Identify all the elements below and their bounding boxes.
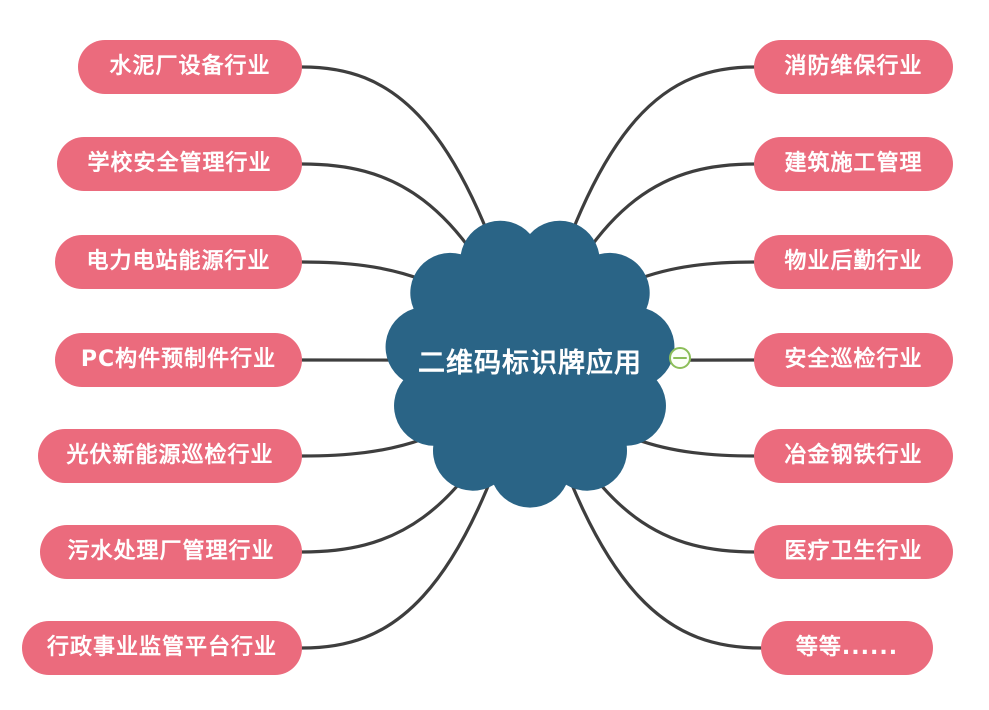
branch-node-left-2[interactable]: 学校安全管理行业: [57, 137, 302, 191]
branch-node-right-6[interactable]: 医疗卫生行业: [754, 525, 953, 579]
branch-node-left-7[interactable]: 行政事业监管平台行业: [22, 621, 302, 675]
branch-node-left-1[interactable]: 水泥厂设备行业: [78, 40, 302, 94]
branch-node-right-3[interactable]: 物业后勤行业: [754, 235, 953, 289]
branch-node-right-7[interactable]: 等等......: [761, 621, 933, 675]
branch-node-right-5[interactable]: 冶金钢铁行业: [754, 429, 953, 483]
branch-node-left-6[interactable]: 污水处理厂管理行业: [40, 525, 302, 579]
branch-node-left-4[interactable]: PC构件预制件行业: [55, 333, 302, 387]
branch-node-left-3[interactable]: 电力电站能源行业: [55, 235, 302, 289]
branch-node-right-1[interactable]: 消防维保行业: [754, 40, 953, 94]
branch-node-left-5[interactable]: 光伏新能源巡检行业: [38, 429, 302, 483]
branch-node-right-2[interactable]: 建筑施工管理: [754, 137, 953, 191]
collapse-button[interactable]: [669, 347, 691, 369]
branch-node-right-4[interactable]: 安全巡检行业: [754, 333, 953, 387]
root-node-shape[interactable]: [385, 220, 675, 508]
root-node-label[interactable]: 二维码标识牌应用: [418, 348, 642, 379]
